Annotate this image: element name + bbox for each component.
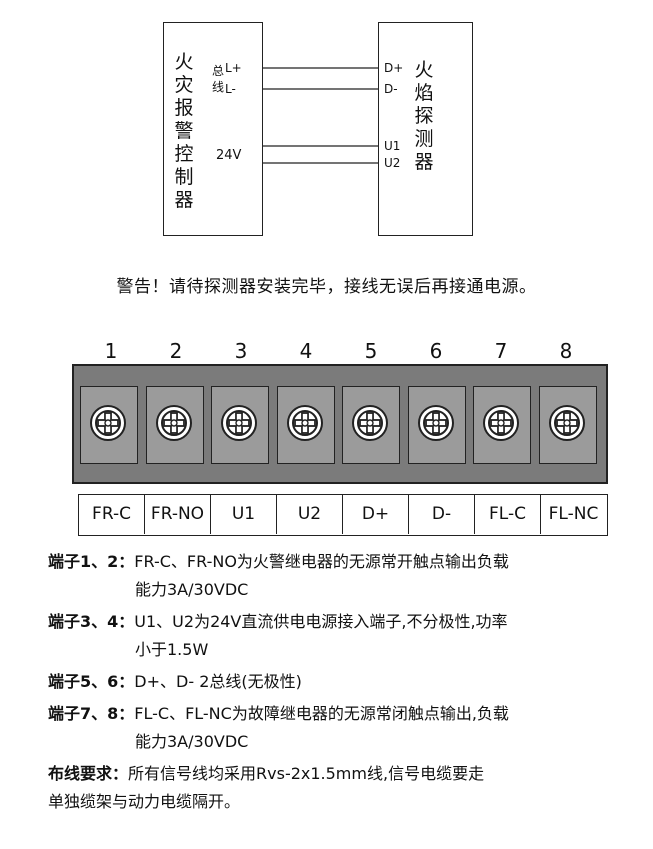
terminal-number: 7 — [494, 339, 508, 363]
terminal-cell — [407, 386, 466, 464]
terminal-label: U1 — [211, 495, 277, 534]
terminal-number: 6 — [429, 339, 443, 363]
terminal-label: FR-C — [79, 495, 145, 534]
terminal-label: D+ — [343, 495, 409, 534]
bus-label-bottom: 线 — [212, 80, 225, 94]
note-line-cont: 能力3A/30VDC — [135, 732, 249, 751]
bus-neg-label: L- — [225, 82, 236, 96]
controller-title: 火灾报警控制器 — [174, 51, 194, 211]
note-line: FR-C、FR-NO为火警继电器的无源常开触点输出负载 — [134, 552, 509, 571]
note-line-cont: 能力3A/30VDC — [135, 580, 249, 599]
screw-icon — [155, 405, 192, 441]
terminal-number: 1 — [104, 339, 118, 363]
controller-box: 火灾报警控制器 总 线 L+ L- 24V — [163, 22, 263, 236]
terminal-cell — [211, 386, 269, 464]
terminal-cell — [473, 386, 531, 464]
terminal-number: 4 — [299, 339, 313, 363]
terminal-label: U2 — [277, 495, 343, 534]
screw-icon — [417, 405, 454, 441]
power-label: 24V — [216, 148, 242, 163]
bus-pos-label: L+ — [225, 61, 242, 75]
note-prefix: 端子3、4： — [48, 612, 135, 631]
det-u2-label: U2 — [384, 156, 401, 170]
note-line-cont: 小于1.5W — [135, 640, 209, 659]
note-wiring-requirement: 布线要求：所有信号线均采用Rvs-2x1.5mm线,信号电缆要走 单独缆架与动力… — [48, 760, 638, 816]
screw-icon — [221, 405, 257, 441]
detector-box: D+ D- U1 U2 火焰探测器 — [378, 22, 473, 236]
terminal-number: 2 — [169, 339, 183, 363]
screw-icon — [352, 405, 388, 441]
screw-icon — [286, 405, 323, 441]
screw-icon — [483, 405, 519, 441]
terminal-cell — [276, 386, 335, 464]
wiring-lines — [249, 64, 378, 167]
terminal-notes: 端子1、2：FR-C、FR-NO为火警继电器的无源常开触点输出负载 能力3A/3… — [48, 548, 638, 820]
note-prefix: 布线要求： — [48, 764, 129, 783]
detector-title: 火焰探测器 — [414, 59, 434, 173]
note-line: FL-C、FL-NC为故障继电器的无源常闭触点输出,负载 — [134, 704, 509, 723]
terminal-label-strip: FR-C FR-NO U1 U2 D+ D- FL-C FL-NC — [78, 494, 608, 536]
warning-text: 警告！请待探测器安装完毕，接线无误后再接通电源。 — [116, 277, 537, 297]
note-line: U1、U2为24V直流供电电源接入端子,不分极性,功率 — [134, 612, 508, 631]
note-terminal-1-2: 端子1、2：FR-C、FR-NO为火警继电器的无源常开触点输出负载 能力3A/3… — [48, 548, 638, 604]
det-u1-label: U1 — [384, 139, 401, 153]
note-line: D+、D- 2总线(无极性) — [134, 672, 302, 691]
note-terminal-3-4: 端子3、4：U1、U2为24V直流供电电源接入端子,不分极性,功率 小于1.5W — [48, 608, 638, 664]
det-pos-label: D+ — [384, 61, 404, 75]
screw-icon — [548, 405, 585, 441]
terminal-label: FL-C — [475, 495, 541, 534]
note-terminal-7-8: 端子7、8：FL-C、FL-NC为故障继电器的无源常闭触点输出,负载 能力3A/… — [48, 700, 638, 756]
terminal-number: 8 — [559, 339, 573, 363]
note-prefix: 端子5、6： — [48, 672, 135, 691]
terminal-numbers: 1 2 3 4 5 6 7 8 — [78, 339, 608, 365]
terminal-cell — [342, 386, 400, 464]
terminal-block — [72, 364, 608, 484]
terminal-number: 3 — [234, 339, 248, 363]
note-line-cont: 单独缆架与动力电缆隔开。 — [48, 792, 241, 811]
note-prefix: 端子1、2： — [48, 552, 135, 571]
terminal-cell — [145, 386, 204, 464]
terminal-label: D- — [409, 495, 475, 534]
note-terminal-5-6: 端子5、6：D+、D- 2总线(无极性) — [48, 668, 638, 696]
screw-icon — [90, 405, 126, 441]
bus-label-top: 总 — [212, 64, 225, 78]
terminal-label: FL-NC — [548, 504, 599, 524]
note-prefix: 端子7、8： — [48, 704, 135, 723]
terminal-label: FR-NO — [145, 495, 211, 534]
note-line: 所有信号线均采用Rvs-2x1.5mm线,信号电缆要走 — [128, 764, 485, 783]
terminal-cell — [80, 386, 138, 464]
det-neg-label: D- — [384, 82, 398, 96]
terminal-number: 5 — [364, 339, 378, 363]
terminal-cell — [538, 386, 597, 464]
